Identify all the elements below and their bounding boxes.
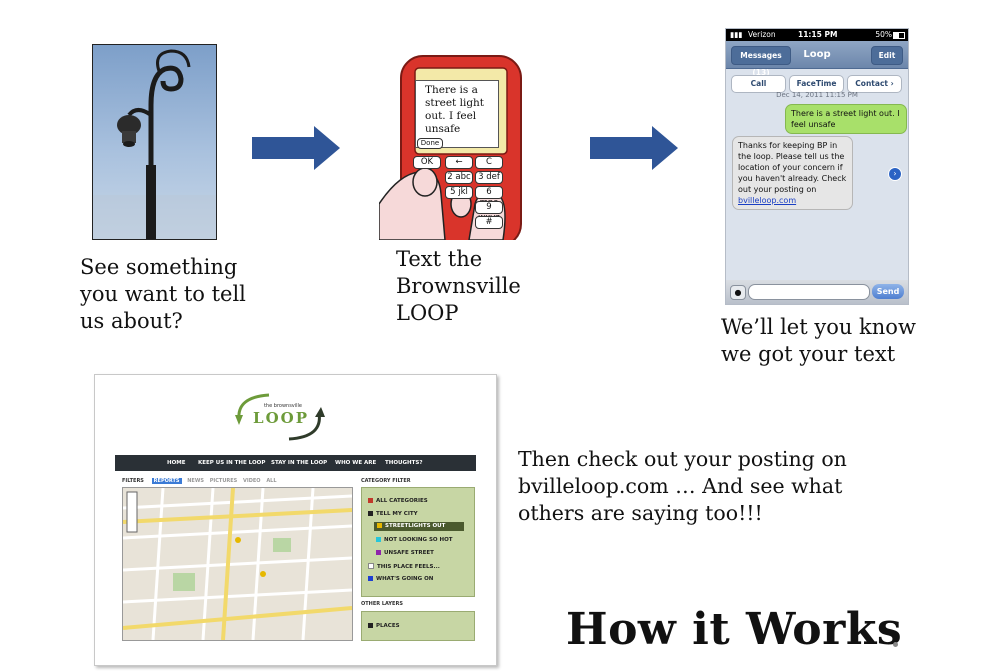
filter-tab-all[interactable]: ALL — [266, 478, 277, 484]
nav-home[interactable]: HOME — [167, 460, 186, 466]
category-label: STREETLIGHTS OUT — [385, 523, 446, 529]
filter-tab-pictures[interactable]: PICTURES — [209, 478, 238, 484]
arrow-right-icon — [590, 126, 680, 170]
clock: 11:15 PM — [798, 30, 838, 39]
contact-button[interactable]: Contact › — [847, 75, 902, 93]
category-label: NOT LOOKING SO HOT — [384, 537, 453, 543]
step1-caption: See something you want to tell us about? — [80, 255, 246, 333]
category-swatch — [368, 576, 373, 581]
category-label: ALL CATEGORIES — [376, 498, 428, 504]
category-swatch — [368, 498, 373, 503]
battery-level: 50% — [875, 30, 892, 39]
category-item[interactable]: WHAT'S GOING ON — [368, 576, 433, 583]
reply-text: Thanks for keeping BP in the loop. Pleas… — [738, 141, 847, 194]
site-nav-bar: HOME KEEP US IN THE LOOP STAY IN THE LOO… — [115, 455, 476, 471]
category-header: CATEGORY FILTER — [361, 478, 411, 484]
signal-icon: ▮▮▮ — [730, 30, 743, 39]
key-hash[interactable]: # — [475, 216, 503, 229]
key-clear[interactable]: C — [475, 156, 503, 169]
filters-bar: FILTERS REPORTS NEWS PICTURES VIDEO ALL — [122, 478, 277, 484]
category-swatch — [377, 523, 382, 528]
category-label: THIS PLACE FEELS... — [377, 564, 440, 570]
sent-message-bubble: There is a street light out. I feel unsa… — [785, 104, 907, 134]
link-detail-icon[interactable]: › — [888, 167, 902, 181]
street-lamp-photo — [92, 44, 217, 240]
other-layers-header: OTHER LAYERS — [361, 601, 403, 607]
iphone-messages-screen: ▮▮▮ Verizon 11:15 PM 50% Messages (13) L… — [725, 28, 909, 305]
category-item[interactable]: UNSAFE STREET — [376, 550, 434, 557]
status-bar: ▮▮▮ Verizon 11:15 PM 50% — [726, 29, 908, 41]
key-3[interactable]: 3 def — [475, 171, 503, 184]
nav-stay[interactable]: STAY IN THE LOOP — [271, 460, 328, 466]
camera-icon[interactable]: ● — [730, 285, 746, 300]
edit-button[interactable]: Edit — [871, 46, 903, 65]
key-5[interactable]: 5 jkl — [445, 186, 473, 199]
category-swatch — [376, 537, 381, 542]
filters-label: FILTERS — [122, 478, 144, 484]
category-item[interactable]: THIS PLACE FEELS... — [368, 563, 440, 571]
key-9[interactable]: 9 wxyz — [475, 201, 503, 223]
message-input[interactable] — [748, 284, 870, 300]
reply-link[interactable]: bvilleloop.com — [738, 196, 797, 205]
website-screenshot: the brownsville LOOP HOME KEEP US IN THE… — [94, 374, 497, 666]
contact-label: Contact — [855, 79, 888, 88]
chevron-right-icon: › — [890, 79, 894, 88]
sms-text: There is a street light out. I feel unsa… — [425, 84, 485, 135]
step4-caption: Then check out your posting on bvilleloo… — [518, 447, 847, 525]
bullet-dot — [893, 642, 898, 647]
map-view[interactable] — [122, 487, 353, 641]
places-item[interactable]: PLACES — [368, 623, 400, 630]
compose-bar: ● Send — [726, 280, 908, 304]
nav-who[interactable]: WHO WE ARE — [335, 460, 377, 466]
category-swatch — [376, 550, 381, 555]
key-ok[interactable]: OK — [413, 156, 441, 169]
category-panel: ALL CATEGORIES TELL MY CITY STREETLIGHTS… — [361, 487, 475, 597]
key-back[interactable]: ← — [445, 156, 473, 169]
messages-back-button[interactable]: Messages (13) — [731, 46, 791, 77]
filter-tab-video[interactable]: VIDEO — [243, 478, 261, 484]
category-item[interactable]: NOT LOOKING SO HOT — [376, 537, 453, 544]
category-item[interactable]: TELL MY CITY — [368, 511, 418, 518]
message-date: Dec 14, 2011 11:15 PM — [776, 91, 858, 99]
key-6[interactable]: 6 mno — [475, 186, 503, 208]
layers-panel: PLACES — [361, 611, 475, 641]
send-button[interactable]: Send — [872, 284, 904, 299]
nav-bar: Messages (13) Loop Edit — [726, 41, 908, 77]
page-title: How it Works — [566, 604, 903, 655]
category-label: UNSAFE STREET — [384, 550, 434, 556]
logo-big-text: LOOP — [253, 409, 309, 427]
category-item-selected[interactable]: STREETLIGHTS OUT — [374, 522, 464, 531]
step3-caption: We’ll let you know we got your text — [721, 315, 916, 366]
category-label: TELL MY CITY — [376, 511, 418, 517]
received-message-bubble: Thanks for keeping BP in the loop. Pleas… — [732, 136, 853, 210]
category-label: WHAT'S GOING ON — [376, 576, 434, 582]
key-done[interactable]: Done — [417, 138, 443, 149]
key-2[interactable]: 2 abc — [445, 171, 473, 184]
call-button[interactable]: Call — [731, 75, 786, 93]
battery-icon — [893, 32, 905, 39]
arrow-right-icon — [252, 126, 342, 170]
nav-keep-us[interactable]: KEEP US IN THE LOOP — [198, 460, 266, 466]
category-swatch — [368, 511, 373, 516]
facetime-button[interactable]: FaceTime — [789, 75, 844, 93]
carrier: Verizon — [748, 30, 776, 39]
category-item[interactable]: ALL CATEGORIES — [368, 498, 428, 505]
contact-actions: Call FaceTime Contact › — [726, 69, 908, 95]
places-label: PLACES — [376, 623, 400, 629]
step2-caption: Text the Brownsville LOOP — [396, 247, 521, 325]
filter-tab-news[interactable]: NEWS — [187, 478, 204, 484]
nav-thoughts[interactable]: THOUGHTS? — [385, 460, 423, 466]
sms-screen — [415, 80, 499, 148]
filter-tab-reports[interactable]: REPORTS — [151, 478, 182, 484]
category-swatch — [368, 623, 373, 628]
logo-small-text: the brownsville — [263, 403, 303, 409]
loop-logo: the brownsville LOOP — [229, 389, 329, 443]
category-swatch — [368, 563, 374, 569]
